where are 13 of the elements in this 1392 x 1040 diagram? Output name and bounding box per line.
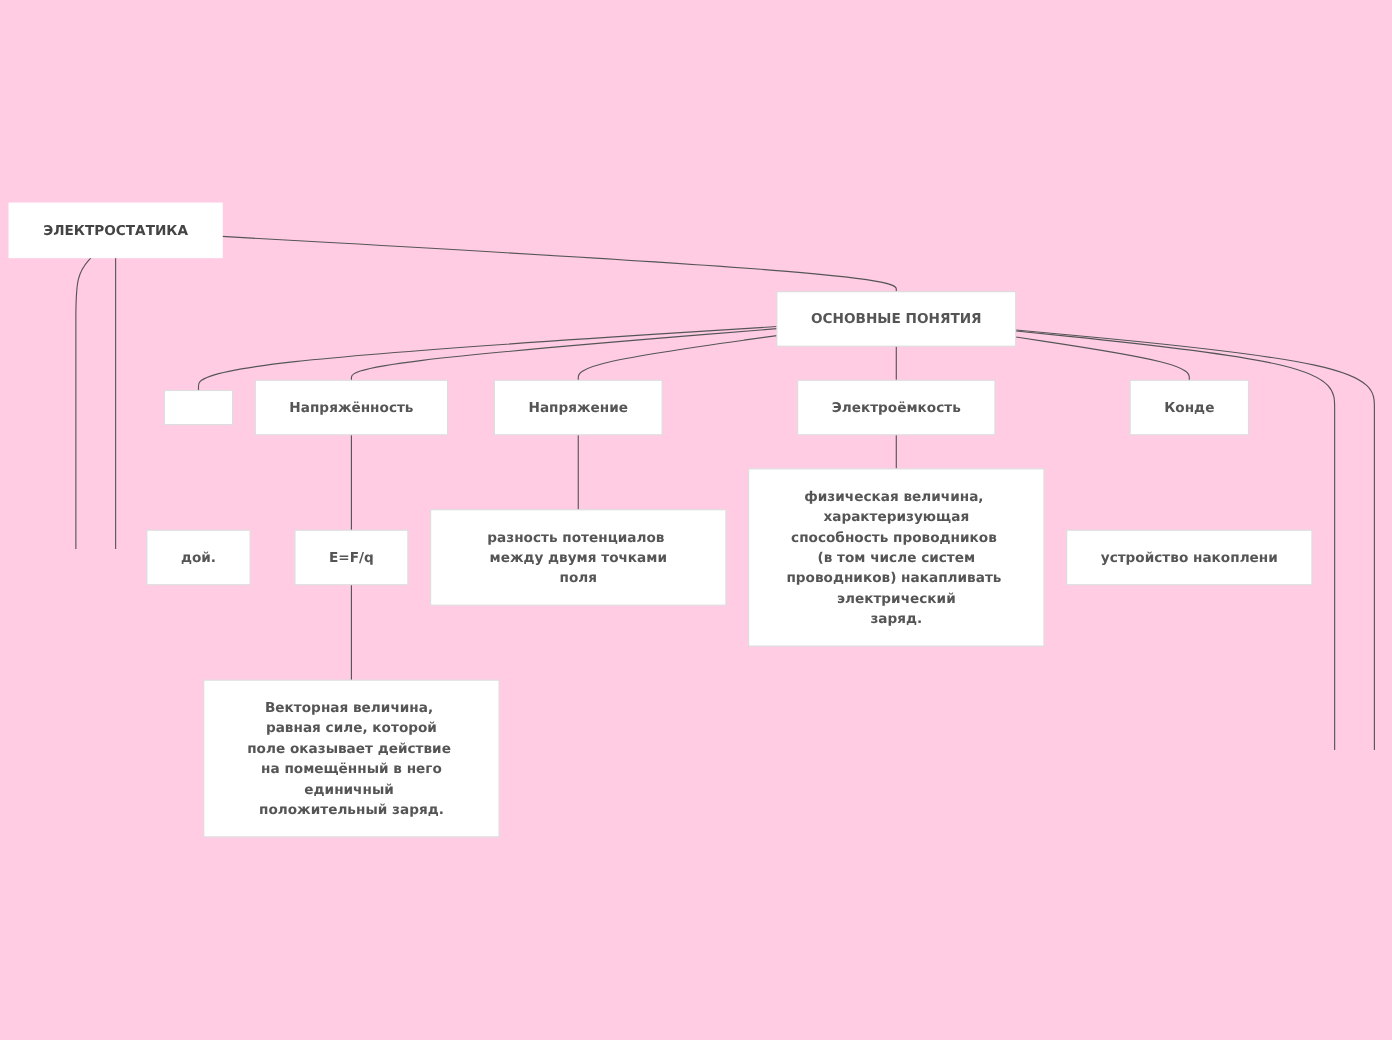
connector-line xyxy=(197,325,778,392)
node-box xyxy=(163,389,234,426)
connector-line xyxy=(221,235,897,293)
connector-line xyxy=(350,434,352,531)
connector-line xyxy=(895,434,897,470)
connector-line xyxy=(115,257,117,550)
connector-line xyxy=(350,584,352,681)
connector-line xyxy=(75,257,92,550)
connector-line xyxy=(577,434,579,511)
connector-line xyxy=(577,335,778,381)
connector-line xyxy=(895,345,897,381)
connector-line xyxy=(1015,336,1190,381)
connector-line xyxy=(350,328,778,381)
